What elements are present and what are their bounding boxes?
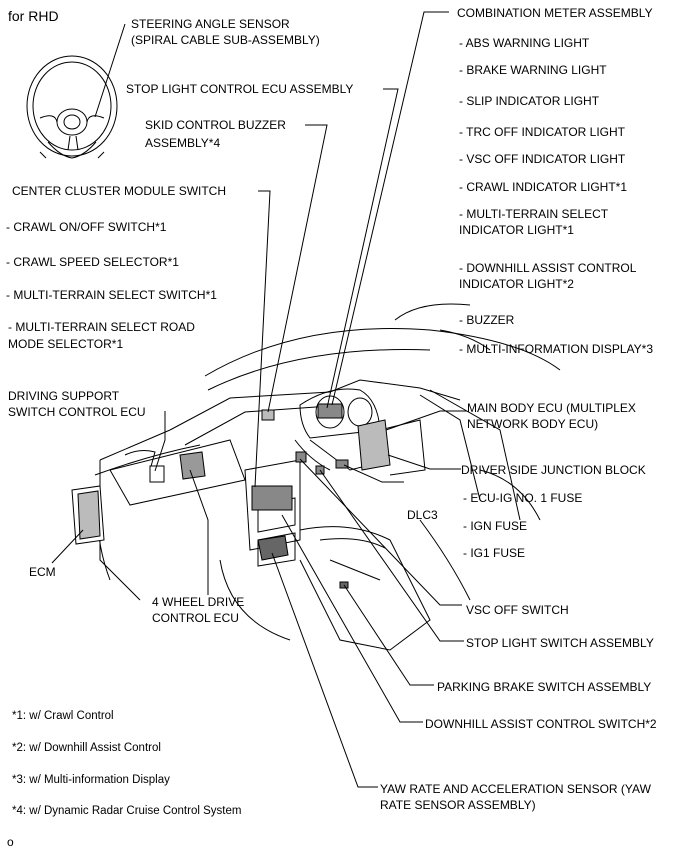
junction-block-fuse: - IG1 FUSE bbox=[463, 546, 526, 560]
four-wheel-drive-ecu-label: 4 WHEEL DRIVE bbox=[152, 595, 245, 609]
combination-meter-item: - VSC OFF INDICATOR LIGHT bbox=[459, 152, 626, 166]
leader-lines bbox=[51, 11, 467, 788]
footnote: *4: w/ Dynamic Radar Cruise Control Syst… bbox=[12, 805, 242, 817]
combination-meter-item: - MULTI-TERRAIN SELECT bbox=[459, 207, 609, 221]
combination-meter-item: - BRAKE WARNING LIGHT bbox=[459, 63, 607, 77]
steering-wheel-inset bbox=[26, 55, 118, 159]
vsc-off-switch-label: VSC OFF SWITCH bbox=[466, 603, 569, 617]
yaw-rate-sensor-label-line2: RATE SENSOR ASSEMBLY) bbox=[380, 798, 536, 812]
skid-control-buzzer-label: SKID CONTROL BUZZER bbox=[145, 118, 286, 132]
junction-block-fuse: - ECU-IG NO. 1 FUSE bbox=[463, 491, 583, 505]
junction-block-fuse: - IGN FUSE bbox=[463, 519, 528, 533]
skid-control-buzzer-label-line2: ASSEMBLY*4 bbox=[145, 136, 221, 150]
driver-side-junction-block-label: DRIVER SIDE JUNCTION BLOCK bbox=[461, 463, 646, 477]
combination-meter-item: - ABS WARNING LIGHT bbox=[459, 36, 590, 50]
stop-light-switch-label: STOP LIGHT SWITCH ASSEMBLY bbox=[466, 636, 654, 650]
ecm-label: ECM bbox=[29, 565, 56, 579]
dashboard-drawing bbox=[94, 303, 561, 651]
driving-support-switch-label: DRIVING SUPPORT bbox=[8, 389, 120, 403]
combination-meter-item-line2: INDICATOR LIGHT*1 bbox=[459, 223, 574, 237]
dlc3-label: DLC3 bbox=[407, 508, 438, 522]
main-body-ecu-label-line2: NETWORK BODY ECU) bbox=[467, 417, 599, 431]
combination-meter-item: - DOWNHILL ASSIST CONTROL bbox=[459, 261, 637, 275]
footnote: *3: w/ Multi-information Display bbox=[12, 774, 170, 786]
parking-brake-switch-label: PARKING BRAKE SWITCH ASSEMBLY bbox=[437, 680, 652, 694]
center-cluster-item: - MULTI-TERRAIN SELECT SWITCH*1 bbox=[6, 288, 217, 302]
component-shapes bbox=[71, 403, 391, 589]
combination-meter-label: COMBINATION METER ASSEMBLY bbox=[457, 6, 653, 20]
center-cluster-item: - CRAWL SPEED SELECTOR*1 bbox=[6, 255, 179, 269]
center-cluster-module-switch-label: CENTER CLUSTER MODULE SWITCH bbox=[12, 184, 227, 198]
steering-angle-sensor-label: STEERING ANGLE SENSOR bbox=[131, 17, 290, 31]
center-cluster-item: - CRAWL ON/OFF SWITCH*1 bbox=[6, 220, 167, 234]
stop-light-control-ecu-label: STOP LIGHT CONTROL ECU ASSEMBLY bbox=[126, 82, 354, 96]
yaw-rate-sensor-label: YAW RATE AND ACCELERATION SENSOR (YAW bbox=[380, 782, 651, 796]
footnote: *2: w/ Downhill Assist Control bbox=[12, 742, 161, 754]
variant-label: for RHD bbox=[8, 8, 59, 24]
center-cluster-item-line2: MODE SELECTOR*1 bbox=[8, 337, 124, 351]
driving-support-switch-label-line2: SWITCH CONTROL ECU bbox=[8, 405, 146, 419]
combination-meter-item-line2: INDICATOR LIGHT*2 bbox=[459, 277, 574, 291]
combination-meter-item: - SLIP INDICATOR LIGHT bbox=[459, 94, 600, 108]
combination-meter-item: - TRC OFF INDICATOR LIGHT bbox=[459, 125, 626, 139]
footnote: *1: w/ Crawl Control bbox=[12, 710, 114, 722]
figure-id: o bbox=[7, 835, 14, 849]
combination-meter-item: - BUZZER bbox=[459, 313, 515, 327]
downhill-assist-switch-label: DOWNHILL ASSIST CONTROL SWITCH*2 bbox=[425, 717, 657, 731]
combination-meter-item: - MULTI-INFORMATION DISPLAY*3 bbox=[459, 342, 654, 356]
center-cluster-item: - MULTI-TERRAIN SELECT ROAD bbox=[8, 320, 195, 334]
main-body-ecu-label: MAIN BODY ECU (MULTIPLEX bbox=[467, 401, 636, 415]
steering-angle-sensor-label-line2: (SPIRAL CABLE SUB-ASSEMBLY) bbox=[131, 33, 320, 47]
combination-meter-item: - CRAWL INDICATOR LIGHT*1 bbox=[459, 180, 628, 194]
four-wheel-drive-ecu-label-line2: CONTROL ECU bbox=[152, 611, 239, 625]
